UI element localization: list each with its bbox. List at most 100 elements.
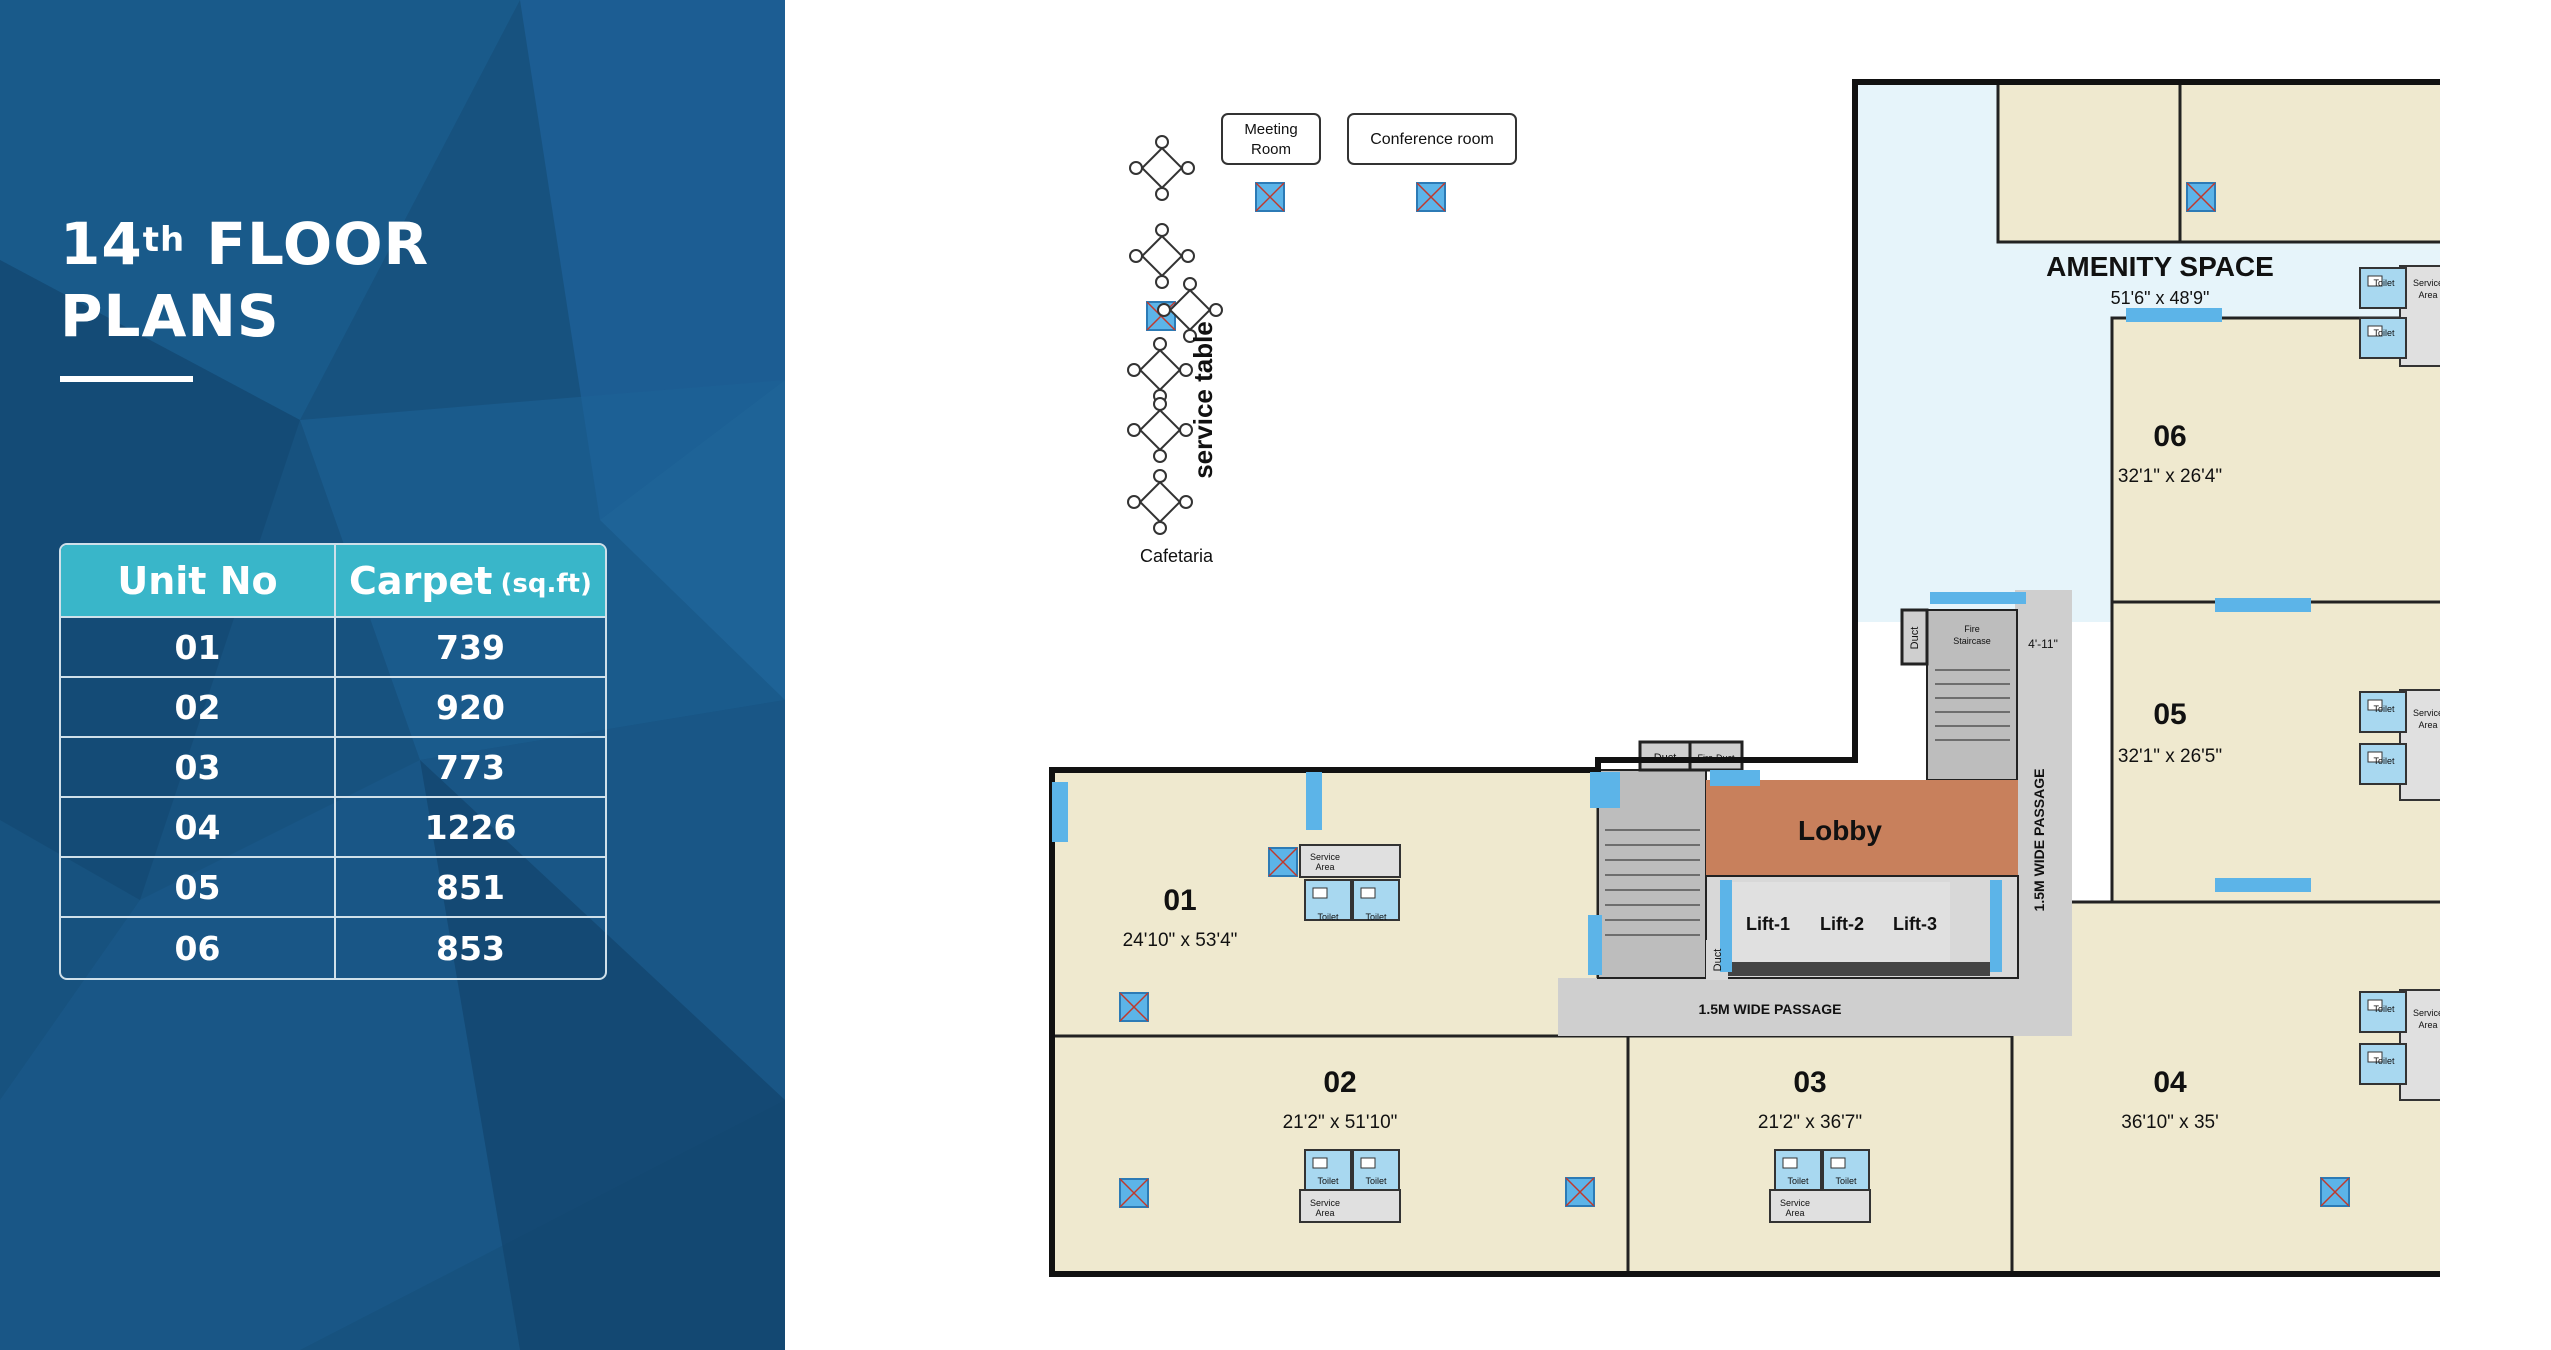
passage-width-label: 4'-11" [2028, 637, 2058, 651]
corridor-vertical [2015, 590, 2072, 1036]
meeting-room [1996, 80, 2182, 244]
carpet-cell: 739 [436, 627, 505, 667]
fire-staircase-block [1926, 609, 2018, 781]
service-area-label: Area [2418, 1020, 2437, 1030]
panel-background-pattern [0, 0, 785, 1350]
toilet-label: Toilet [2373, 704, 2395, 714]
building-outline [1049, 79, 2440, 1277]
toilet-label: Toilet [2373, 756, 2395, 766]
service-area-label: Service [2413, 708, 2440, 718]
table-row: 04 1226 [61, 798, 605, 858]
meeting-room-label-1: Meeting [1244, 121, 1297, 138]
fire-staircase-label-1: Fire [1964, 624, 1980, 634]
unit-04-size: 36'10" x 35' [2121, 1112, 2218, 1133]
unit-06-number: 06 [2153, 420, 2186, 453]
service-area-label: Service [1310, 852, 1340, 862]
toilet-label: Toilet [1835, 1176, 1857, 1186]
unit-01-size: 24'10" x 53'4" [1123, 930, 1238, 951]
amenity-title: AMENITY SPACE [2046, 251, 2274, 282]
unit-cell: 05 [61, 858, 336, 916]
unit-05-size: 32'1" x 26'5" [2118, 746, 2222, 767]
amenity-size: 51'6" x 48'9" [2111, 288, 2210, 308]
unit-cell: 02 [61, 678, 336, 736]
title-underline [60, 376, 193, 382]
toilet-label: Toilet [1317, 1176, 1339, 1186]
header-unit-no: Unit No [61, 545, 336, 616]
stair-treads [1605, 669, 2010, 936]
conference-table [1347, 113, 1517, 165]
unit-03-number: 03 [1793, 1066, 1826, 1099]
toilet-label: Toilet [1317, 912, 1339, 922]
meeting-room-label-2: Room [1251, 141, 1291, 158]
lift-2-car [1808, 882, 1880, 962]
unit-06-size: 32'1" x 26'4" [2118, 466, 2222, 487]
carpet-cell: 773 [436, 747, 505, 787]
lift-sill [1728, 962, 1990, 976]
toilet-label: Toilet [1787, 1176, 1809, 1186]
unit-cell: 06 [61, 918, 336, 978]
header-carpet: Carpet (sq.ft) [336, 545, 605, 616]
service-area-label: Service [1310, 1198, 1340, 1208]
title-line2: PLANS [60, 282, 280, 350]
table-row: 02 920 [61, 678, 605, 738]
cafeteria-label: Cafetaria [1140, 546, 1214, 566]
fire-staircase-label-2: Staircase [1953, 636, 1991, 646]
duct-top-label: Duct [1654, 752, 1677, 764]
duct-side-label: Duct [1909, 627, 1921, 650]
lift-1-label: Lift-1 [1746, 914, 1790, 934]
conference-room-label: Conference room [1370, 131, 1494, 148]
unit-04-number: 04 [2153, 1066, 2187, 1099]
toilet-label: Toilet [2373, 1056, 2395, 1066]
carpet-cell: 853 [436, 928, 505, 968]
meeting-table [1221, 113, 1321, 165]
page-title: 14th FLOOR PLANS [60, 208, 429, 352]
passage-horizontal-label: 1.5M WIDE PASSAGE [1699, 1001, 1842, 1017]
table-row: 05 851 [61, 858, 605, 918]
lift-1-car [1728, 882, 1808, 962]
info-panel: 14th FLOOR PLANS Unit No Carpet (sq.ft) … [0, 0, 785, 1350]
toilet-label: Toilet [1365, 1176, 1387, 1186]
unit-01-number: 01 [1163, 884, 1196, 917]
unit-06-area [2110, 316, 2440, 604]
service-area-label: Service [2413, 1008, 2440, 1018]
toilet-label: Toilet [2373, 278, 2395, 288]
unit-02-size: 21'2" x 51'10" [1283, 1112, 1398, 1133]
lobby-area [1706, 780, 2018, 876]
title-line1-text: FLOOR [185, 210, 430, 278]
toilet-label: Toilet [1365, 912, 1387, 922]
service-table-label: service table [1188, 321, 1218, 479]
service-area-label: Area [1315, 1208, 1334, 1218]
header-carpet-label: Carpet [349, 558, 493, 603]
table-row: 03 773 [61, 738, 605, 798]
floor-plan: 01 24'10" x 53'4" 02 21'2" x 51'10" 03 2… [1049, 79, 2440, 1277]
service-area-label: Service [1780, 1198, 1810, 1208]
table-row: 06 853 [61, 918, 605, 978]
table-row: 01 739 [61, 618, 605, 678]
title-line1-number: 14 [60, 210, 143, 278]
carpet-cell: 851 [436, 867, 505, 907]
service-area-label: Area [1315, 862, 1334, 872]
service-area-label: Area [2418, 290, 2437, 300]
carpet-cell: 920 [436, 687, 505, 727]
title-superscript: th [142, 220, 186, 260]
service-area-label: Area [1785, 1208, 1804, 1218]
unit-02-number: 02 [1323, 1066, 1356, 1099]
unit-cell: 04 [61, 798, 336, 856]
passage-vertical-label: 1.5M WIDE PASSAGE [2031, 769, 2047, 912]
lift-3-label: Lift-3 [1893, 914, 1937, 934]
windows [1052, 308, 2311, 975]
toilet-blocks [1299, 265, 2440, 1223]
lift-2-label: Lift-2 [1820, 914, 1864, 934]
carpet-cell: 1226 [424, 807, 517, 847]
unit-cell: 01 [61, 618, 336, 676]
unit-05-number: 05 [2153, 698, 2186, 731]
conference-room [2178, 80, 2440, 244]
unit-cell: 03 [61, 738, 336, 796]
unit-04-area [2010, 900, 2440, 1276]
table-header-row: Unit No Carpet (sq.ft) [61, 545, 605, 618]
duct-lift-label: Duct [1712, 949, 1724, 972]
units-table: Unit No Carpet (sq.ft) 01 739 02 920 03 … [59, 543, 607, 980]
lift-3-car [1880, 882, 1950, 962]
header-carpet-unit: (sq.ft) [500, 568, 592, 599]
corridor-horizontal [1558, 978, 2072, 1036]
